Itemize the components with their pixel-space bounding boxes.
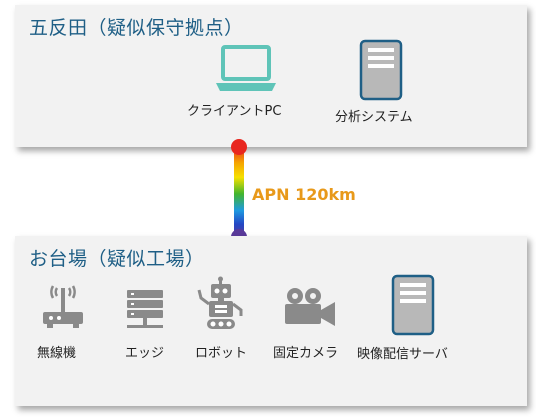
- analysis-system-label: 分析システム: [335, 110, 413, 125]
- radio-label: 無線機: [37, 346, 77, 361]
- site-title-gotanda: 五反田（疑似保守拠点）: [29, 17, 244, 39]
- link-endpoint-top: [231, 139, 247, 155]
- edge-node: [125, 288, 165, 332]
- robot-label: ロボット: [195, 346, 248, 361]
- apn-link-label: APN 120km: [252, 185, 356, 204]
- site-title-odaiba: お台場（疑似工場）: [29, 248, 205, 270]
- video-server-node: [391, 274, 435, 336]
- radio-node: [39, 284, 87, 330]
- server-icon: [359, 39, 403, 101]
- edge-label: エッジ: [125, 346, 165, 361]
- apn-link-line: [234, 146, 244, 238]
- robot-icon: [197, 276, 243, 329]
- analysis-system-node: [359, 39, 403, 101]
- site-panel-gotanda: 五反田（疑似保守拠点） クライアントPC 分析システム: [15, 5, 527, 147]
- robot-node: [197, 276, 245, 332]
- camera-icon: [285, 288, 335, 326]
- laptop-icon: [216, 45, 276, 91]
- video-server-label: 映像配信サーバ: [357, 347, 448, 362]
- client-pc-label: クライアントPC: [187, 104, 282, 119]
- fixed-camera-label: 固定カメラ: [273, 346, 339, 361]
- router-icon: [43, 285, 83, 328]
- client-pc-node: [215, 45, 277, 95]
- fixed-camera-node: [281, 286, 337, 330]
- edge-server-icon: [127, 290, 163, 328]
- server-icon: [391, 274, 435, 336]
- site-panel-odaiba: お台場（疑似工場） 無線機 エッジ: [15, 236, 527, 406]
